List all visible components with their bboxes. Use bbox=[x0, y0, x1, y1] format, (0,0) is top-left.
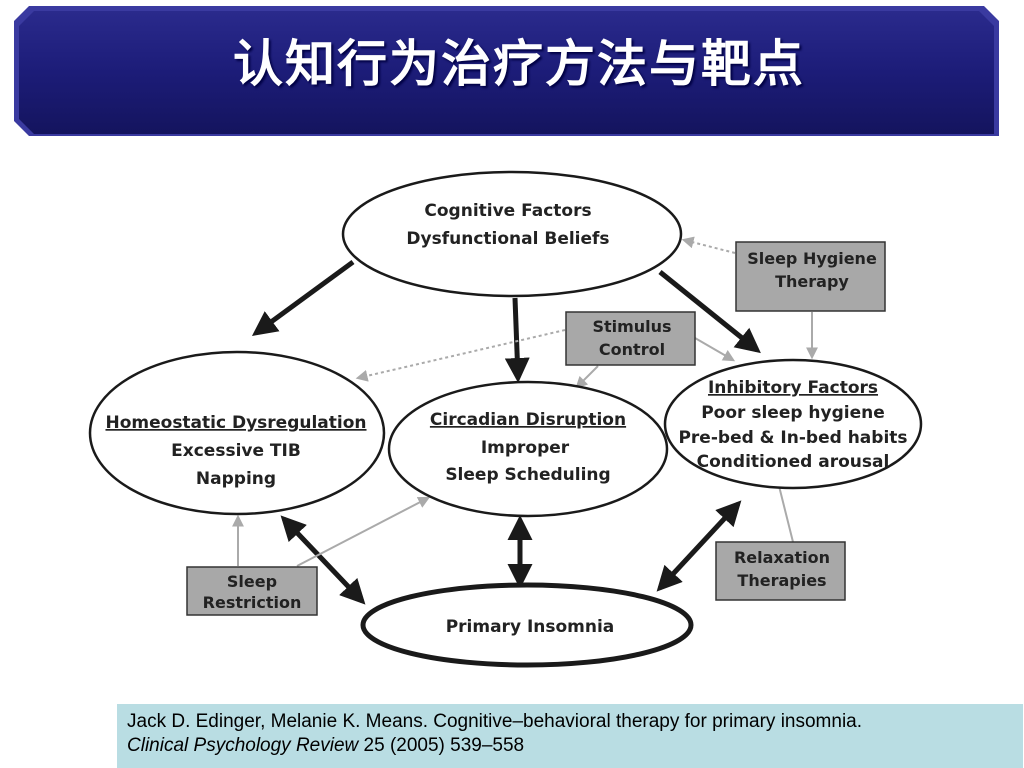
box-relaxation-line1: Relaxation bbox=[734, 548, 830, 567]
node-homeostatic-dysregulation: Homeostatic Dysregulation Excessive TIB … bbox=[88, 350, 386, 516]
arrow-stimulus-to-circadian bbox=[575, 365, 599, 389]
node-inhibitory-line4: Conditioned arousal bbox=[697, 452, 890, 472]
title-bar-shape bbox=[14, 6, 999, 136]
node-primary-line1: Primary Insomnia bbox=[446, 617, 615, 637]
node-circadian-disruption: Circadian Disruption Improper Sleep Sche… bbox=[387, 380, 669, 518]
citation-journal: Clinical Psychology Review bbox=[127, 735, 359, 756]
citation-box: Jack D. Edinger, Melanie K. Means. Cogni… bbox=[117, 704, 1023, 768]
arrow-hygiene-to-cognitive bbox=[681, 236, 736, 254]
arrow-stimulus-to-homeostatic bbox=[355, 329, 566, 382]
arrow-homeostatic-primary bbox=[280, 515, 366, 605]
node-inhibitory-line2: Poor sleep hygiene bbox=[701, 403, 885, 423]
node-homeostatic-line3: Napping bbox=[196, 469, 276, 489]
box-restriction-line2: Restriction bbox=[203, 593, 302, 612]
node-cognitive-line1: Cognitive Factors bbox=[424, 201, 591, 221]
arrow-restriction-to-circadian bbox=[296, 496, 431, 567]
box-sleep-hygiene-line1: Sleep Hygiene bbox=[747, 249, 877, 268]
node-inhibitory-line3: Pre-bed & In-bed habits bbox=[678, 428, 907, 448]
box-sleep-restriction: Sleep Restriction bbox=[186, 566, 318, 616]
arrow-inhibitory-primary bbox=[656, 500, 742, 592]
arrow-cognitive-to-inhibitory bbox=[658, 270, 761, 354]
citation-details: 25 (2005) 539–558 bbox=[358, 735, 525, 756]
box-stimulus-line2: Control bbox=[599, 340, 665, 359]
slide-title-bar: 认知行为治疗方法与靶点 bbox=[14, 6, 999, 136]
box-sleep-hygiene-therapy: Sleep Hygiene Therapy bbox=[735, 241, 886, 312]
slide-title: 认知行为治疗方法与靶点 bbox=[233, 35, 805, 93]
box-stimulus-line1: Stimulus bbox=[592, 317, 671, 336]
box-relaxation-line2: Therapies bbox=[737, 571, 826, 590]
node-cognitive-factors: Cognitive Factors Dysfunctional Beliefs bbox=[341, 170, 683, 298]
arrow-cognitive-to-circadian bbox=[504, 297, 530, 383]
node-circadian-line3: Sleep Scheduling bbox=[445, 465, 610, 485]
arrow-cognitive-to-homeostatic bbox=[251, 259, 355, 336]
citation-authors-title: Jack D. Edinger, Melanie K. Means. Cogni… bbox=[127, 711, 863, 732]
node-primary-insomnia: Primary Insomnia bbox=[360, 582, 694, 668]
box-relaxation-therapies: Relaxation Therapies bbox=[715, 541, 846, 601]
box-sleep-hygiene-line2: Therapy bbox=[775, 272, 849, 291]
node-circadian-line2: Improper bbox=[481, 438, 570, 458]
node-cognitive-line2: Dysfunctional Beliefs bbox=[406, 229, 609, 249]
node-circadian-line1: Circadian Disruption bbox=[430, 410, 626, 430]
node-homeostatic-line1: Homeostatic Dysregulation bbox=[105, 413, 366, 433]
node-homeostatic-line2: Excessive TIB bbox=[171, 441, 301, 461]
box-restriction-line1: Sleep bbox=[227, 572, 277, 591]
arrow-stimulus-to-inhibitory bbox=[694, 337, 736, 362]
cbt-diagram: Cognitive Factors Dysfunctional Beliefs … bbox=[88, 170, 923, 668]
node-inhibitory-line1: Inhibitory Factors bbox=[708, 378, 878, 398]
box-stimulus-control: Stimulus Control bbox=[565, 311, 696, 366]
citation-journal-line: Clinical Psychology Review 25 (2005) 539… bbox=[127, 734, 1013, 758]
node-inhibitory-factors: Inhibitory Factors Poor sleep hygiene Pr… bbox=[663, 358, 923, 490]
